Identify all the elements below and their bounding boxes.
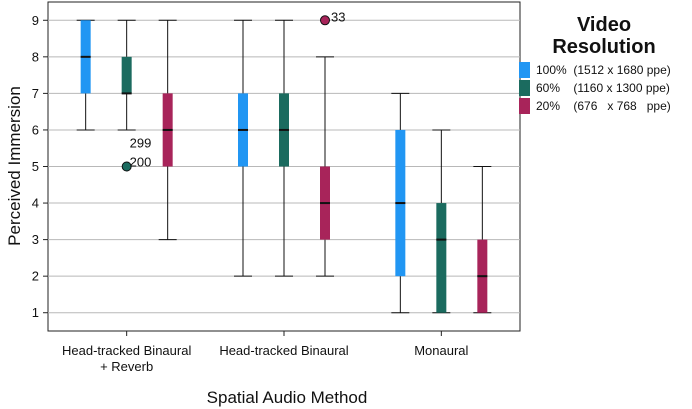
y-tick-label: 8 <box>32 49 39 64</box>
legend-title-line: Video <box>576 14 632 36</box>
box-plot <box>391 92 410 314</box>
y-tick-label: 1 <box>32 305 39 320</box>
y-tick-label: 6 <box>32 122 39 137</box>
legend-label: 60% (1160 x 1300 ppe) <box>536 81 670 95</box>
outlier-point <box>121 161 132 172</box>
legend-title: Video Resolution <box>519 14 689 58</box>
x-tick-label: + Reverb <box>100 359 153 374</box>
y-tick-label: 9 <box>32 13 39 28</box>
box-plot <box>316 56 334 277</box>
legend-label: 20% (676 x 768 ppe) <box>536 99 671 113</box>
outliers: 299 200 33 <box>121 9 345 172</box>
x-tick-label: Monaural <box>414 343 468 358</box>
outlier-label: 200 <box>130 155 152 170</box>
legend-swatch <box>519 98 530 114</box>
box-plot <box>234 19 252 277</box>
x-tick-label: Head-tracked Binaural <box>62 343 191 358</box>
outlier-label: 299 <box>130 136 152 151</box>
x-axis-label: Spatial Audio Method <box>207 388 368 407</box>
y-tick-label: 3 <box>32 232 39 247</box>
legend-swatch <box>519 80 530 96</box>
box-plot <box>432 129 451 314</box>
x-tick-label: Head-tracked Binaural <box>219 343 348 358</box>
legend-item: 20% (676 x 768 ppe) <box>519 97 689 115</box>
box-plot <box>275 19 293 277</box>
legend-item: 100% (1512 x 1680 ppe) <box>519 61 689 79</box>
legend-label: 100% (1512 x 1680 ppe) <box>536 63 671 77</box>
legend: Video Resolution 100% (1512 x 1680 ppe) 6… <box>519 14 689 115</box>
box-plot <box>76 19 95 131</box>
x-axis-ticks: Head-tracked Binaural+ ReverbHead-tracke… <box>62 331 469 374</box>
y-axis-label: Perceived Immersion <box>5 86 24 246</box>
legend-swatch <box>519 62 530 78</box>
y-tick-label: 4 <box>32 196 39 211</box>
box-plot <box>473 166 492 314</box>
y-tick-label: 7 <box>32 86 39 101</box>
y-tick-label: 2 <box>32 269 39 284</box>
box-plot <box>117 19 136 131</box>
legend-items: 100% (1512 x 1680 ppe) 60% (1160 x 1300 p… <box>519 61 689 115</box>
outlier-label: 33 <box>331 9 345 24</box>
outlier-point <box>320 15 330 26</box>
legend-title-line: Resolution <box>552 36 656 58</box>
y-axis-ticks: 1 2 3 4 5 6 7 8 9 <box>32 13 48 320</box>
box-plot-groups <box>76 19 492 314</box>
box-plot <box>158 19 177 241</box>
y-tick-label: 5 <box>32 159 39 174</box>
legend-item: 60% (1160 x 1300 ppe) <box>519 79 689 97</box>
box-iqr <box>436 203 447 313</box>
box-iqr <box>121 56 132 94</box>
